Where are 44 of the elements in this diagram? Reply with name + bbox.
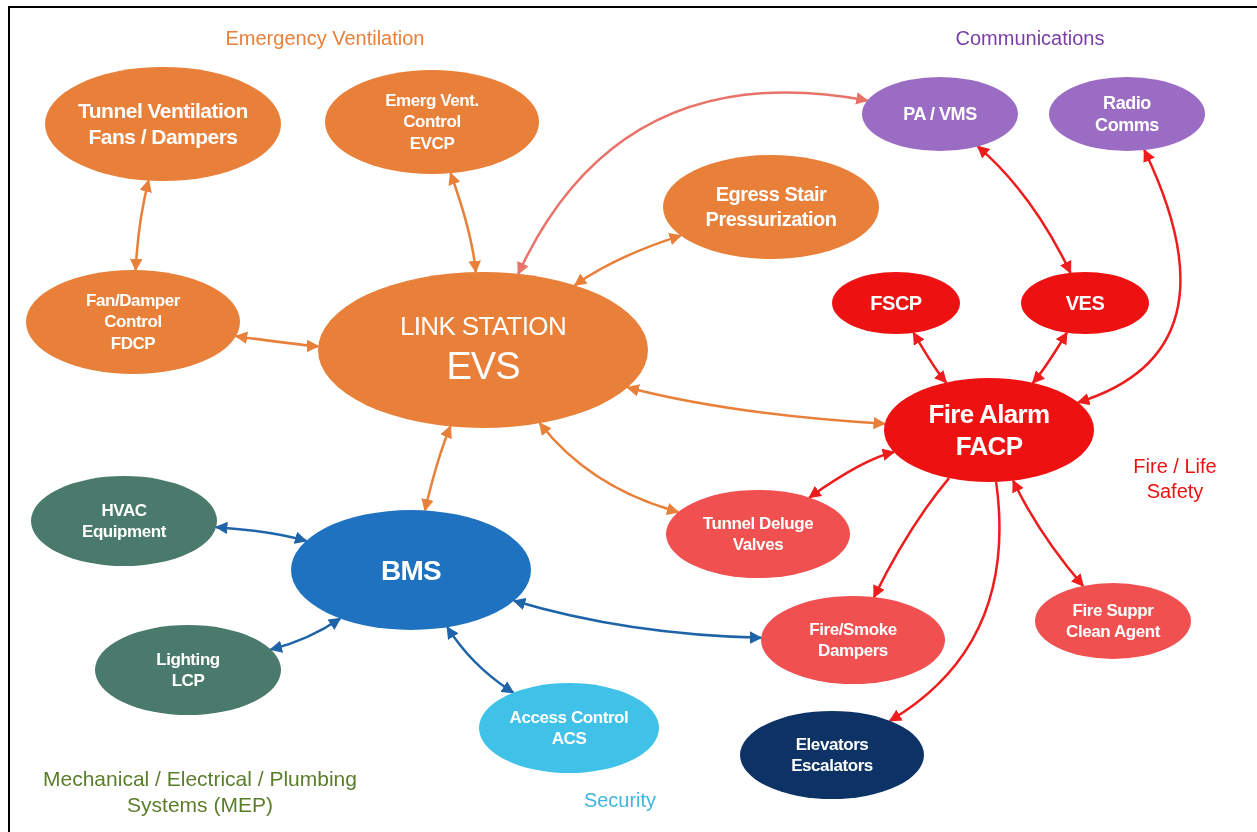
connector-arrow bbox=[512, 597, 763, 644]
connector-arrow bbox=[1012, 479, 1084, 587]
connector-arrow bbox=[976, 145, 1072, 274]
node-label: Egress Stair Pressurization bbox=[704, 182, 838, 232]
node-label: HVAC Equipment bbox=[81, 499, 168, 543]
node-label: Fire Suppr Clean Agent bbox=[1065, 599, 1162, 643]
connector-arrow bbox=[448, 172, 481, 274]
group-label: Security bbox=[582, 788, 658, 813]
node-label: Fire Alarm FACP bbox=[927, 397, 1051, 463]
node-label: Fan/Damper Control FDCP bbox=[85, 290, 181, 354]
group-label: Fire / Life Safety bbox=[1132, 454, 1218, 504]
node-label: Fire/Smoke Dampers bbox=[808, 618, 898, 662]
connector-arrow bbox=[538, 422, 680, 515]
node-label: Elevators Escalators bbox=[790, 733, 874, 777]
connector-arrow bbox=[872, 477, 950, 599]
connector-arrow bbox=[573, 233, 682, 287]
connector-arrow bbox=[214, 521, 308, 544]
connector-arrow bbox=[808, 448, 896, 499]
connector-arrow bbox=[912, 331, 948, 384]
connector-arrow bbox=[269, 617, 342, 653]
connector-arrow bbox=[446, 626, 515, 694]
connector-arrow bbox=[517, 91, 869, 275]
connector-arrow bbox=[888, 481, 1001, 722]
connector-arrow bbox=[626, 384, 886, 430]
group-label: Communications bbox=[954, 26, 1106, 51]
node-label: BMS bbox=[380, 553, 442, 588]
node-label: FSCP bbox=[870, 290, 922, 316]
node-label: VES bbox=[1065, 290, 1105, 316]
node-label: Tunnel Ventilation Fans / Dampers bbox=[77, 97, 249, 150]
connector-arrow bbox=[1076, 148, 1182, 405]
node-label: Emerg Vent. Control EVCP bbox=[384, 90, 480, 154]
group-label: Mechanical / Electrical / Plumbing Systems (MEP) bbox=[42, 766, 358, 819]
connector-arrow bbox=[421, 425, 452, 512]
group-label: Emergency Ventilation bbox=[224, 26, 426, 51]
node-label: LINK STATION bbox=[399, 310, 566, 343]
node-label: Access Control ACS bbox=[508, 706, 630, 750]
connector-arrow bbox=[130, 179, 152, 272]
node-label: Lighting LCP bbox=[155, 648, 221, 692]
node-label: Tunnel Deluge Valves bbox=[701, 512, 815, 556]
node-label: EVS bbox=[446, 343, 520, 389]
node-label: PA / VMS bbox=[903, 102, 977, 126]
node-label: Radio Comms bbox=[1094, 91, 1160, 137]
connector-arrow bbox=[234, 331, 320, 352]
connector-arrow bbox=[1031, 331, 1068, 384]
